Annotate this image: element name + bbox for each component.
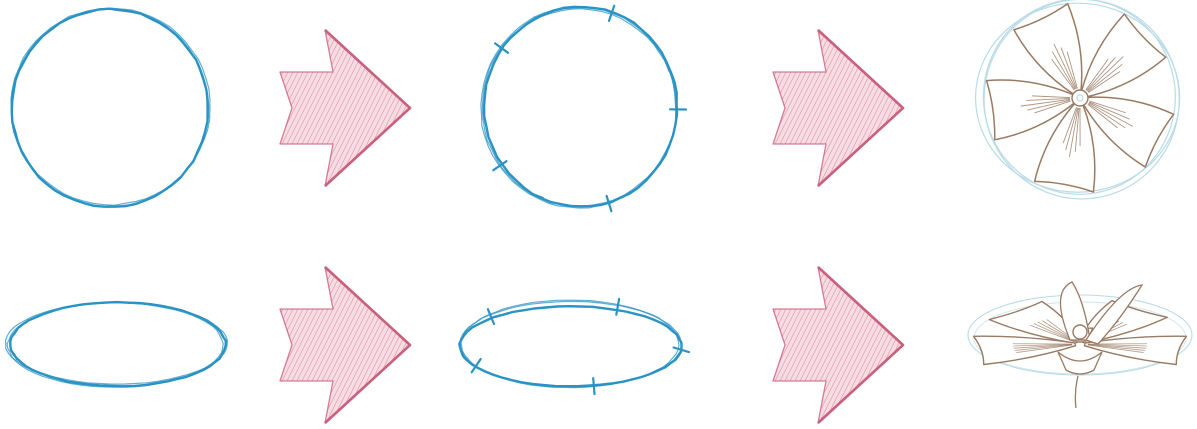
division-mark — [616, 299, 619, 315]
arrow-right-icon — [658, 28, 1013, 188]
arrow-right-icon — [165, 265, 520, 425]
division-mark — [593, 378, 594, 394]
row-front-view — [11, 0, 1180, 211]
row-side-view — [6, 265, 1192, 425]
arrow-right-icon — [658, 265, 1013, 425]
ellipse-sketch-icon — [6, 302, 228, 387]
circle-sketch-icon — [11, 8, 210, 207]
arrow-right-icon — [165, 28, 520, 188]
circle-with-five-marks-icon — [481, 6, 686, 211]
ellipse-with-five-marks-icon — [459, 299, 689, 394]
five-petal-flower-top-view-icon — [976, 0, 1180, 199]
five-petal-flower-side-view-icon — [968, 282, 1192, 408]
